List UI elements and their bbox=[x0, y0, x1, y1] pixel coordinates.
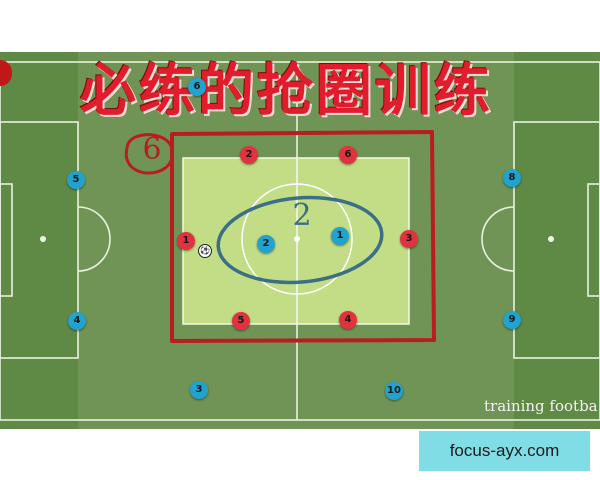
right-goal-area bbox=[587, 183, 600, 297]
red-player: 2 bbox=[240, 146, 258, 164]
blue-player-inner: 1 bbox=[331, 227, 349, 245]
right-penalty-box bbox=[513, 121, 600, 359]
blue-player-outer: 4 bbox=[68, 312, 86, 330]
headline-title: 必练的抢圈训练 bbox=[80, 58, 493, 124]
red-count-annotation: 6 bbox=[142, 132, 162, 167]
blue-player-outer: 8 bbox=[503, 169, 521, 187]
site-watermark: focus-ayx.com bbox=[419, 431, 590, 471]
left-penalty-spot bbox=[40, 236, 46, 242]
touchline bbox=[0, 61, 600, 421]
blue-player-outer: 6 bbox=[188, 78, 206, 96]
blue-player-outer: 5 bbox=[67, 171, 85, 189]
blue-marker-ellipse bbox=[216, 195, 384, 285]
red-player: 4 bbox=[339, 311, 357, 329]
right-penalty-arc bbox=[481, 206, 515, 272]
blue-player-outer: 3 bbox=[190, 381, 208, 399]
left-goal-area bbox=[0, 183, 13, 297]
blue-count-annotation: 2 bbox=[292, 198, 312, 233]
red-player: 5 bbox=[232, 312, 250, 330]
red-marker-box bbox=[170, 130, 436, 343]
pitch-diagram bbox=[0, 52, 600, 429]
blue-player-inner: 2 bbox=[257, 235, 275, 253]
red-marker-circle bbox=[124, 133, 174, 175]
channel-logo-badge bbox=[0, 60, 12, 86]
pitch-image bbox=[0, 52, 600, 429]
blue-player-outer: 10 bbox=[385, 382, 403, 400]
red-player: 3 bbox=[400, 230, 418, 248]
drill-centre-circle bbox=[241, 183, 353, 295]
left-penalty-arc bbox=[77, 206, 111, 272]
blue-player-outer: 9 bbox=[503, 311, 521, 329]
left-penalty-box bbox=[0, 121, 79, 359]
right-penalty-spot bbox=[548, 236, 554, 242]
red-player: 6 bbox=[339, 146, 357, 164]
soccer-ball-icon: ⚽ bbox=[198, 244, 212, 258]
red-player: 1 bbox=[177, 232, 195, 250]
video-watermark: training footba bbox=[484, 397, 598, 415]
centre-spot bbox=[294, 236, 300, 242]
